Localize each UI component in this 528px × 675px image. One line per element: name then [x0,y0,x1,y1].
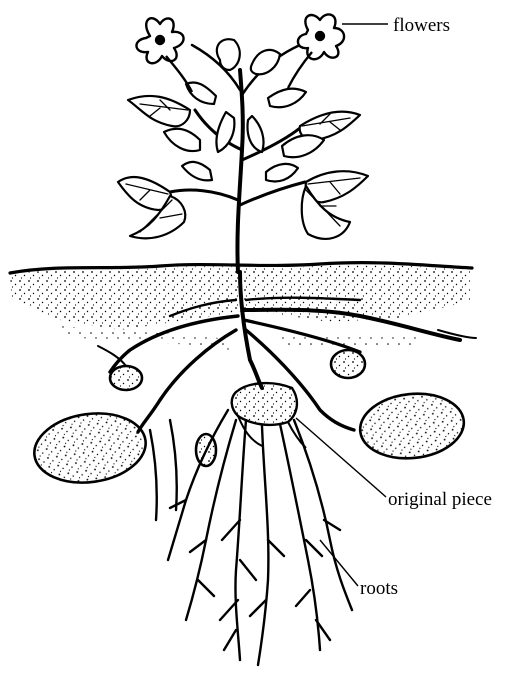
tuber-small-left [110,366,142,390]
label-original-piece: original piece [388,490,492,509]
original-seed-piece [232,383,306,448]
flower-left [136,18,192,92]
label-flowers: flowers [393,16,450,35]
flower-right [288,14,344,88]
roots-drawing [150,410,352,665]
stem-and-leaves [118,39,368,272]
leader-roots [320,540,358,586]
tuber-large-right [357,389,467,464]
tuber-large-left [30,407,150,490]
label-roots: roots [360,579,398,598]
tuber-small-right [331,350,365,378]
